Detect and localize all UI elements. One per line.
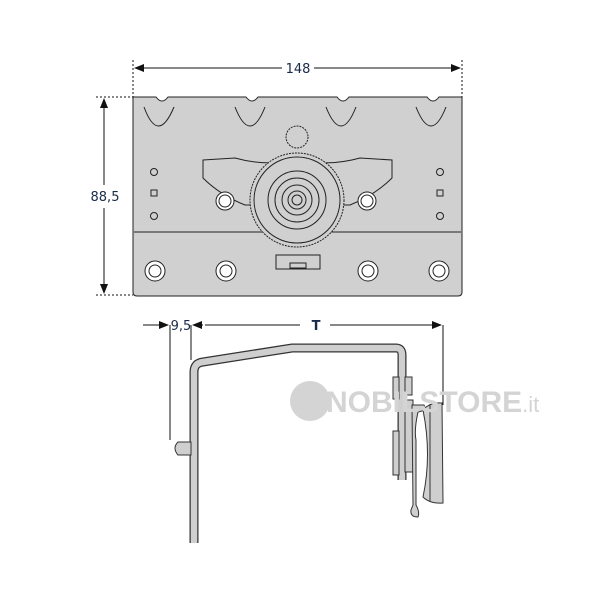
bracket-side-view	[174, 343, 444, 543]
watermark-logo-circle	[290, 381, 330, 421]
depth-label: T	[312, 319, 321, 334]
width-label: 148	[286, 62, 311, 77]
mounting-plate-top-view	[132, 96, 463, 297]
height-dimension	[96, 96, 133, 296]
watermark-brand: NOBILSTORE	[326, 386, 522, 419]
offset-label: 9,5	[171, 319, 192, 334]
side-dimensions	[143, 321, 444, 440]
watermark-suffix: .it	[522, 392, 539, 417]
width-dimension	[132, 60, 463, 97]
watermark-logo: NOBILSTORE.it	[326, 386, 539, 419]
height-label: 88,5	[91, 190, 120, 205]
